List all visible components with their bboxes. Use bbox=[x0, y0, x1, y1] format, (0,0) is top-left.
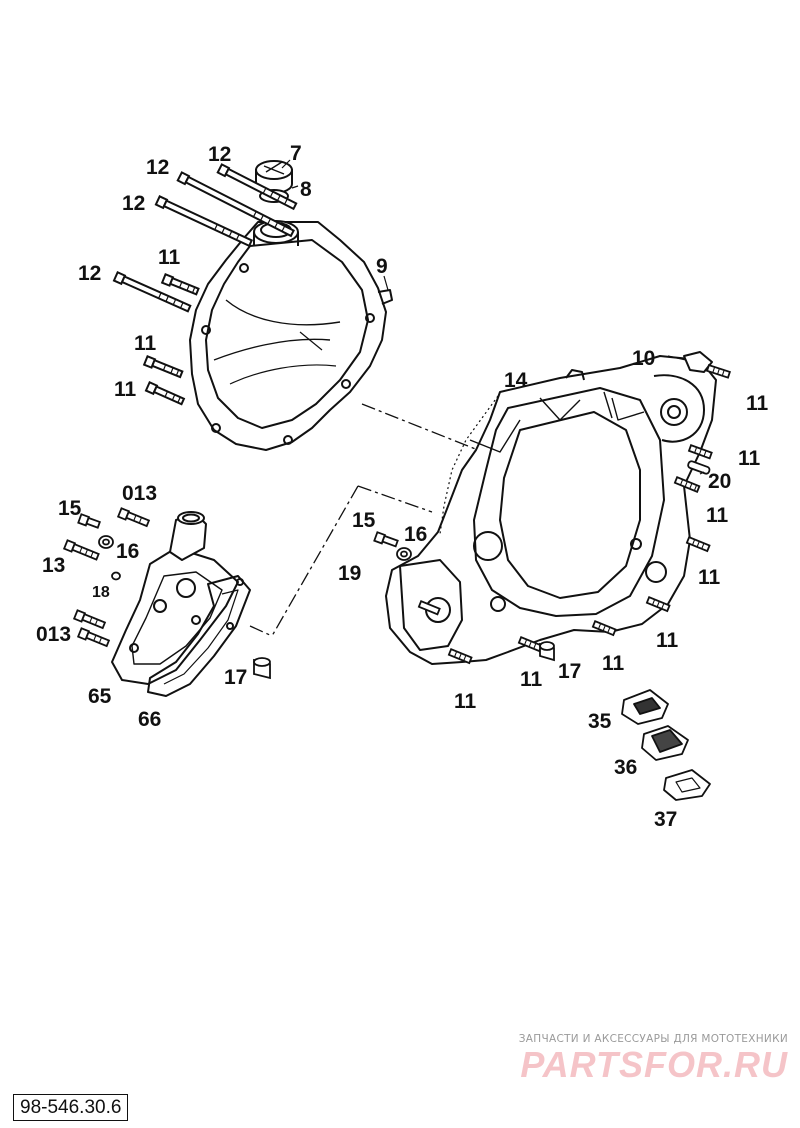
callout-10: 10 bbox=[632, 347, 655, 370]
crankcase-sleeve bbox=[539, 641, 555, 662]
water-pump-cover bbox=[111, 511, 239, 685]
callout-12: 12 bbox=[146, 156, 169, 179]
cover-bolts-long bbox=[112, 163, 298, 313]
callout-15: 15 bbox=[352, 509, 376, 532]
callout-65: 65 bbox=[88, 685, 112, 708]
callout-18: 18 bbox=[92, 584, 110, 601]
callout-12: 12 bbox=[208, 143, 231, 166]
callout-19: 19 bbox=[338, 562, 361, 585]
crankcase-studs bbox=[417, 364, 731, 665]
callout-8: 8 bbox=[300, 178, 312, 201]
cover-bolts-short bbox=[142, 272, 200, 406]
assembly-lines bbox=[249, 403, 479, 637]
callout-013: 013 bbox=[36, 623, 71, 646]
callout-12: 12 bbox=[78, 262, 101, 285]
watermark-brand: PARTSFOR.RU bbox=[520, 1044, 788, 1085]
diagram-reference-code: 98-546.30.6 bbox=[13, 1094, 129, 1121]
clutch-cover bbox=[189, 220, 393, 451]
callout-20: 20 bbox=[708, 470, 731, 493]
callout-11: 11 bbox=[158, 246, 181, 269]
callout-11: 11 bbox=[746, 392, 769, 415]
watermark-tagline: ЗАПЧАСТИ И АКСЕССУАРЫ ДЛЯ МОТОТЕХНИКИ bbox=[518, 1033, 788, 1045]
crankcase-half bbox=[385, 351, 717, 665]
callout-11: 11 bbox=[738, 447, 761, 470]
crankcase-screw-washer bbox=[373, 531, 412, 561]
callout-17: 17 bbox=[224, 666, 247, 689]
callout-11: 11 bbox=[520, 668, 543, 691]
callout-15: 15 bbox=[58, 497, 82, 520]
callout-14: 14 bbox=[504, 369, 528, 392]
callout-11: 11 bbox=[656, 629, 679, 652]
callout-37: 37 bbox=[654, 808, 677, 831]
callout-9: 9 bbox=[376, 255, 388, 278]
callout-66: 66 bbox=[138, 708, 161, 731]
callout-17: 17 bbox=[558, 660, 581, 683]
callout-11: 11 bbox=[454, 690, 477, 713]
callout-11: 11 bbox=[706, 504, 729, 527]
callout-13: 13 bbox=[42, 554, 65, 577]
callout-013: 013 bbox=[122, 482, 157, 505]
callout-7: 7 bbox=[290, 142, 302, 165]
cover-seals bbox=[621, 689, 711, 801]
callout-11: 11 bbox=[134, 332, 157, 355]
callout-12: 12 bbox=[122, 192, 145, 215]
callout-35: 35 bbox=[588, 710, 612, 733]
callout-11: 11 bbox=[114, 378, 137, 401]
pump-sleeve bbox=[253, 657, 271, 680]
callout-16: 16 bbox=[404, 523, 427, 546]
callout-11: 11 bbox=[602, 652, 625, 675]
dowel-pin bbox=[687, 460, 711, 475]
leader-lines bbox=[281, 159, 705, 475]
water-pump-gasket bbox=[147, 575, 251, 697]
water-pump-fasteners bbox=[62, 507, 151, 648]
callout-11: 11 bbox=[698, 566, 721, 589]
callout-labels: 7 8 9 10 12 12 12 12 11 11 11 14 11 11 2… bbox=[36, 142, 769, 831]
callout-36: 36 bbox=[614, 756, 637, 779]
callout-16: 16 bbox=[116, 540, 139, 563]
